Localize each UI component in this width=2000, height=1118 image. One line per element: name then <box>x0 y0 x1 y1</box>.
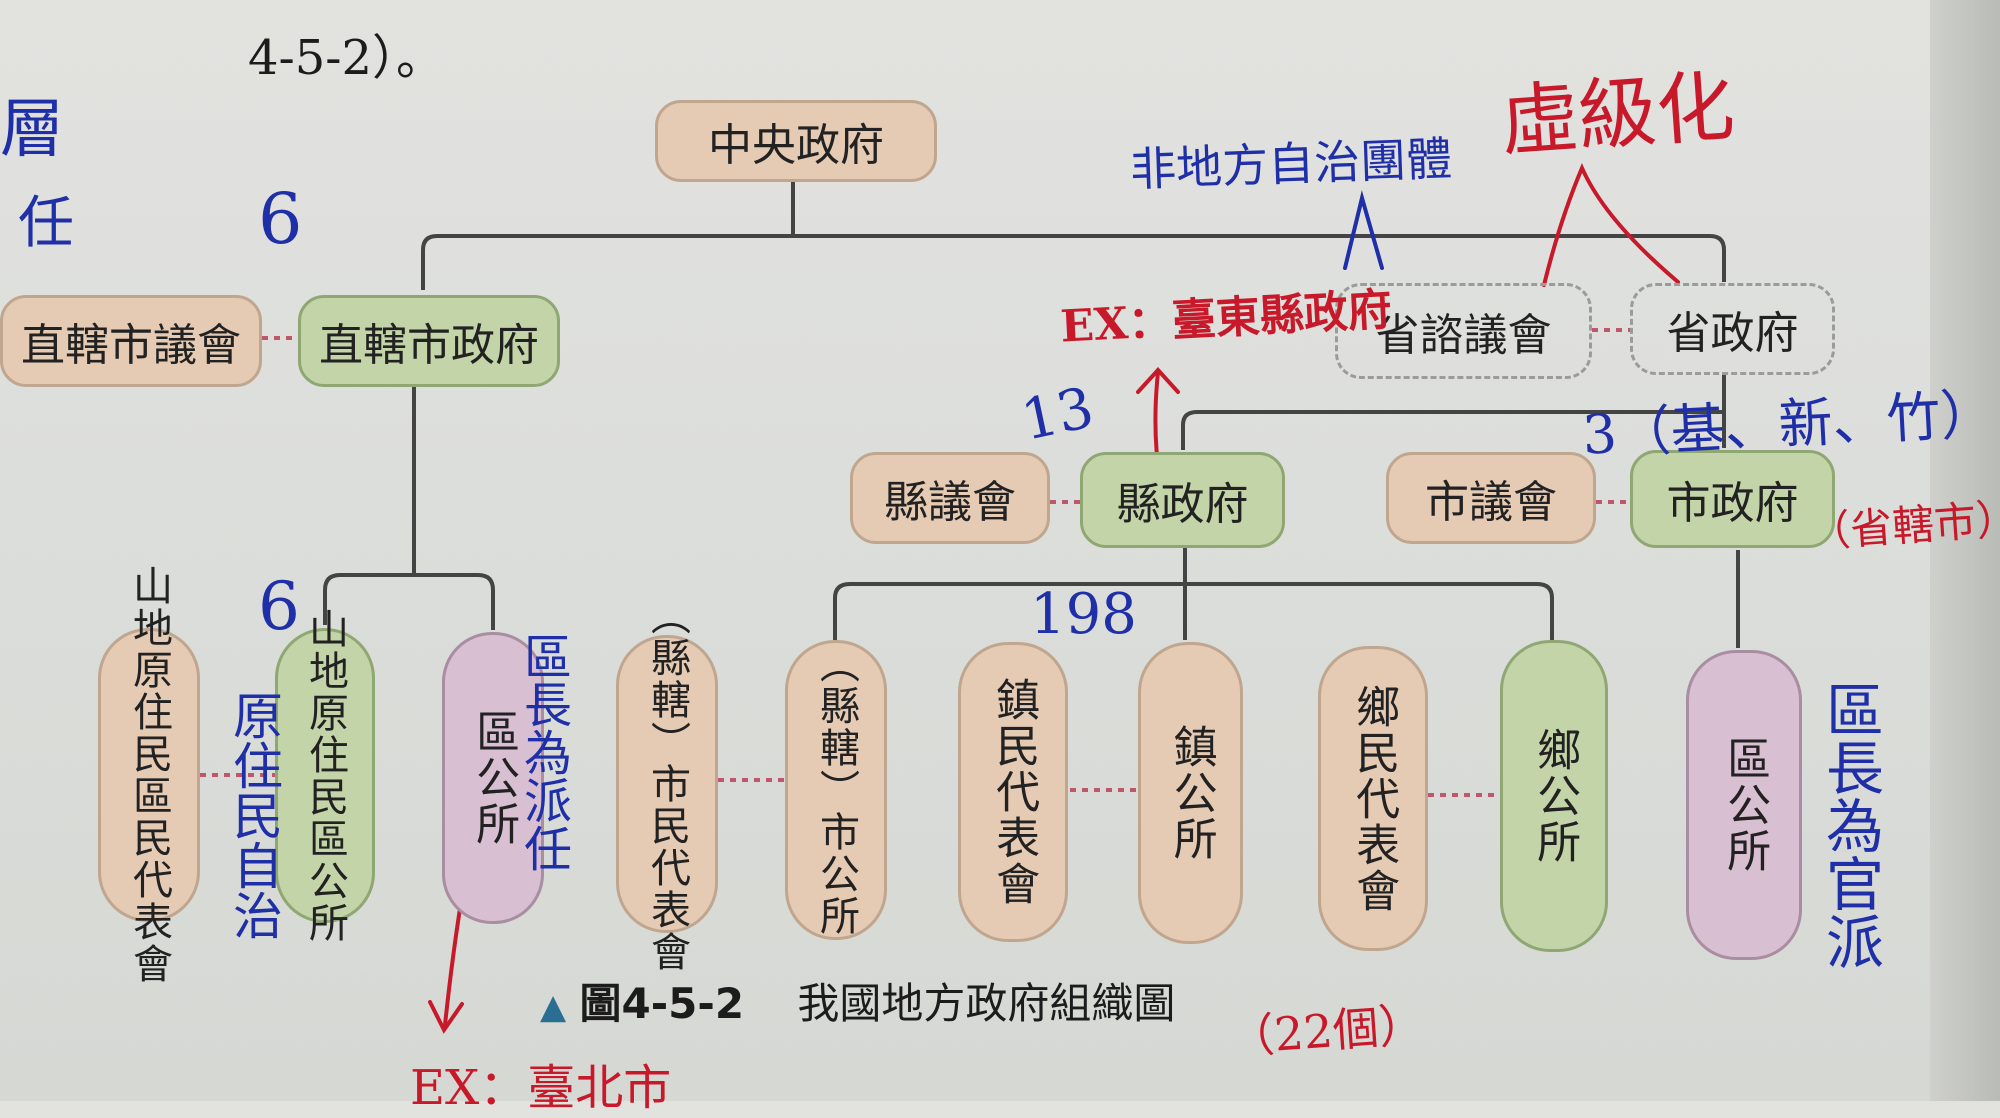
county-city-council-box: （縣轄）市民代表會 <box>616 595 718 973</box>
page-edge <box>1930 0 2000 1101</box>
annotation-198: 198 <box>1030 582 1137 647</box>
annotation-district-head-right: 區長為官派 <box>1816 680 1884 970</box>
township-council-box: 鄉民代表會 <box>1318 646 1428 951</box>
town-office-box: 鎮公所 <box>1138 642 1243 944</box>
city-council-box: 市議會 <box>1386 452 1596 544</box>
mountain-indigenous-council-box: 山地原住民區民代表會 <box>98 565 200 985</box>
city-government-box: 市政府 <box>1630 450 1835 548</box>
municipal-council-box: 直轄市議會 <box>0 295 262 387</box>
municipal-government-box: 直轄市政府 <box>298 295 560 387</box>
county-council-box: 縣議會 <box>850 452 1050 544</box>
arrow-district-head <box>428 1000 464 1034</box>
arrow-virtualized <box>1542 162 1680 287</box>
arrow-non-autonomous <box>1343 190 1384 270</box>
district-office-box-right: 區公所 <box>1686 650 1802 960</box>
provincial-council-box: 省諮議會 <box>1335 283 1592 379</box>
county-city-office-box: （縣轄）市公所 <box>785 640 887 940</box>
central-government-box: 中央政府 <box>655 100 937 182</box>
district-office-box-left: 區公所 <box>442 632 544 924</box>
caption-title: 我國地方政府組織圖 <box>797 979 1176 1028</box>
figure-caption: ▲ 圖4-5-2 我國地方政府組織圖 <box>540 970 1175 1031</box>
annotation-count-22: （22個） <box>1226 997 1427 1065</box>
annotation-district-head-left: 區長為派任 <box>515 632 571 872</box>
provincial-government-box: 省政府 <box>1630 283 1835 375</box>
caption-marker: ▲ <box>540 987 567 1027</box>
annotation-non-autonomous: 非地方自治團體 <box>1129 131 1453 197</box>
annotation-6-mid: 6 <box>258 568 300 645</box>
mountain-indigenous-office-box: 山地原住民區公所 <box>275 608 375 944</box>
county-government-box: 縣政府 <box>1080 452 1285 548</box>
annotation-left-margin-top: 層 <box>0 93 64 167</box>
line-main-bar <box>421 234 1726 290</box>
line-county-bar <box>833 582 1554 640</box>
town-council-box: 鎮民代表會 <box>958 642 1068 942</box>
annotation-left-margin-bottom: 任 <box>18 191 74 256</box>
header-fragment: 4-5-2）。 <box>248 30 445 86</box>
line-province-bar <box>1181 374 1726 450</box>
annotation-6-top: 6 <box>258 178 303 260</box>
annotation-indigenous-autonomy: 原住民自治 <box>225 690 283 940</box>
caption-label: 圖4-5-2 <box>579 979 745 1028</box>
annotation-bottom-fragment: EX：臺北市 <box>410 1060 672 1116</box>
annotation-virtualized: 虛級化 <box>1497 61 1738 169</box>
line-municipal-branch <box>323 573 495 630</box>
township-office-box: 鄉公所 <box>1500 640 1608 952</box>
arrow-example-head <box>1136 367 1180 394</box>
